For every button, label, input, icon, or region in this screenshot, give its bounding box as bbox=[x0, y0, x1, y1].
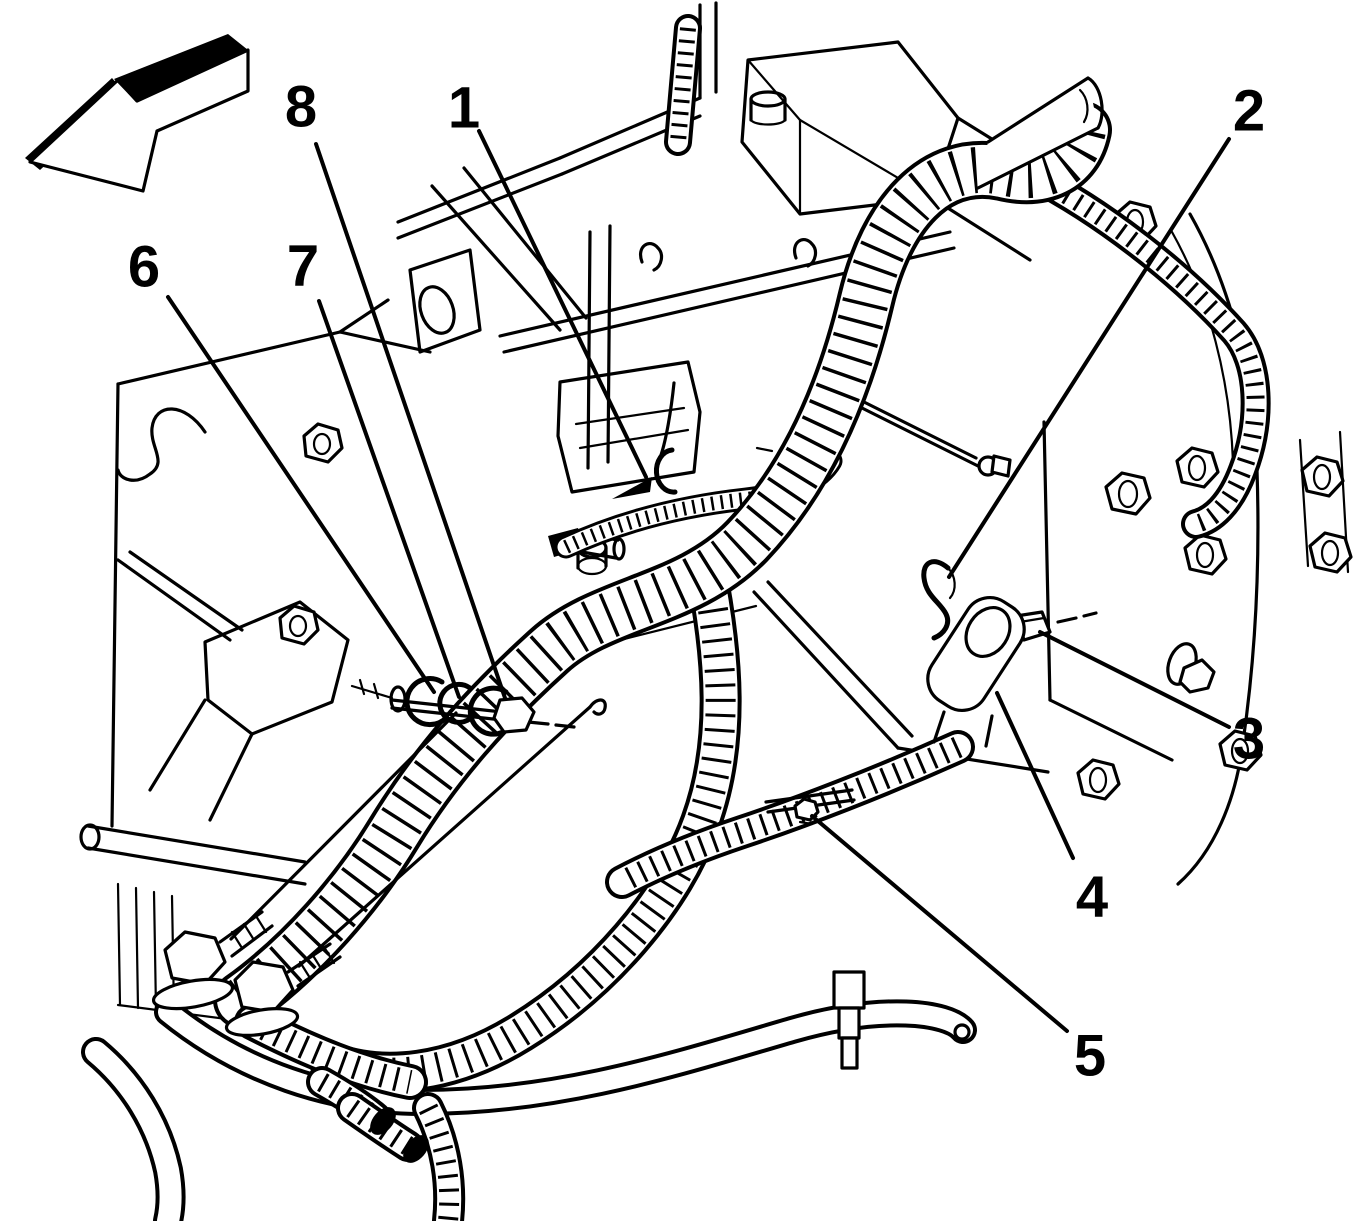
callout-label-3: 3 bbox=[1233, 707, 1265, 772]
callout-label-2: 2 bbox=[1233, 79, 1265, 144]
mount-bolts bbox=[151, 910, 342, 1037]
view-direction-arrow bbox=[25, 34, 250, 193]
callout-leader-1 bbox=[477, 129, 648, 479]
callout-label-8: 8 bbox=[285, 75, 317, 140]
connector-boot-target-4 bbox=[926, 596, 1026, 748]
engine-block-left bbox=[79, 298, 432, 1024]
harness-clip-target-1 bbox=[612, 381, 678, 499]
stud-grommet-assembly bbox=[350, 676, 576, 737]
bottom-hoses bbox=[96, 970, 969, 1221]
callout-label-7: 7 bbox=[287, 234, 319, 299]
callout-leader-3 bbox=[1038, 630, 1231, 729]
callout-leader-8 bbox=[314, 142, 507, 700]
nut-target-3 bbox=[1014, 610, 1098, 642]
hook-clip-target-2 bbox=[921, 559, 956, 641]
callout-label-6: 6 bbox=[128, 235, 160, 300]
bolt-projection-lines bbox=[229, 698, 607, 968]
upper-brackets bbox=[396, 1, 1060, 470]
callout-label-4: 4 bbox=[1076, 865, 1108, 930]
callout-leader-6 bbox=[166, 295, 436, 694]
callout-leader-2 bbox=[947, 137, 1231, 579]
callout-leader-5 bbox=[810, 814, 1069, 1033]
harness-conduits bbox=[242, 28, 1256, 1073]
callout-leader-7 bbox=[317, 299, 461, 699]
callout-label-1: 1 bbox=[448, 76, 480, 141]
hose-tee-clamp bbox=[832, 970, 866, 1070]
callouts: 1 2 3 4 5 6 7 8 bbox=[128, 75, 1265, 1089]
callout-label-5: 5 bbox=[1074, 1024, 1106, 1089]
callout-leader-4 bbox=[995, 691, 1075, 860]
